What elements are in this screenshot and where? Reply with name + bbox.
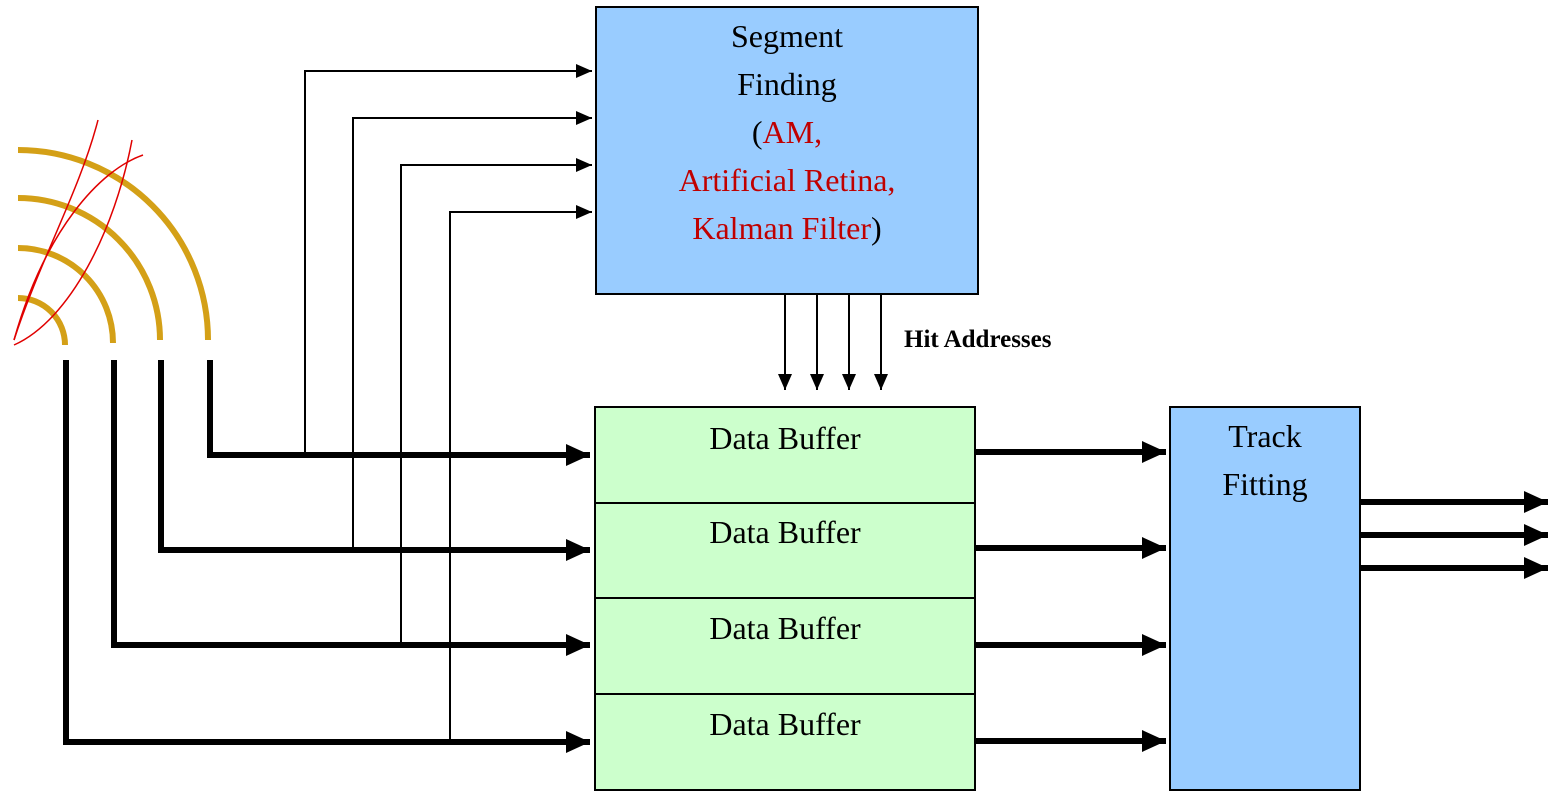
segment-finding-methods-line1: (AM,	[596, 110, 978, 154]
particle-track-2	[13, 154, 144, 341]
segment-finding-methods-line3: Kalman Filter)	[596, 206, 978, 250]
output-arrows	[1360, 491, 1548, 579]
data-buffer-box-1	[594, 406, 976, 504]
track-fitting-line2: Fitting	[1222, 466, 1308, 502]
track-fitting-box	[1169, 406, 1361, 791]
segment-finding-box	[595, 6, 979, 295]
detector-layer-2	[17, 245, 116, 344]
detector-layers	[17, 147, 211, 346]
data-buffer-label-3: Data Buffer	[709, 610, 861, 646]
tap-lines	[304, 64, 592, 742]
buffer-output-arrows	[975, 441, 1166, 752]
particle-track-1	[13, 119, 99, 341]
particle-track-3	[13, 139, 133, 346]
paren-close: )	[870, 210, 882, 246]
detector-layer-4	[17, 147, 211, 341]
segment-finding-line2: Finding	[737, 66, 837, 102]
method-kalman-filter: Kalman Filter	[692, 210, 871, 246]
data-line-4	[63, 360, 590, 753]
method-artificial-retina: Artificial Retina,	[678, 162, 896, 198]
particle-tracks	[13, 119, 144, 346]
tap-line-1	[304, 64, 592, 455]
method-am: AM,	[762, 114, 823, 150]
data-buffer-stack	[594, 406, 976, 791]
segment-finding-line1: Segment	[731, 18, 843, 54]
data-buffer-box-2	[594, 502, 976, 599]
data-buffer-label-2: Data Buffer	[709, 514, 861, 550]
data-buffer-box-4	[594, 693, 976, 791]
data-buffer-label-4: Data Buffer	[709, 706, 861, 742]
track-fitting-line1: Track	[1228, 418, 1302, 454]
paren-open: (	[751, 114, 763, 150]
data-line-1	[207, 360, 590, 466]
detector-layer-3	[17, 195, 163, 341]
detector-layer-1	[17, 295, 68, 346]
hit-address-arrows	[778, 294, 888, 390]
hit-addresses-label: Hit Addresses	[904, 326, 1052, 353]
data-line-3	[111, 360, 590, 656]
data-buffer-box-3	[594, 597, 976, 695]
tap-line-4	[449, 205, 592, 742]
data-lines	[63, 360, 590, 753]
data-buffer-label-1: Data Buffer	[709, 420, 861, 456]
tap-line-2	[352, 111, 592, 550]
data-line-2	[158, 360, 590, 561]
tap-line-3	[400, 158, 592, 645]
